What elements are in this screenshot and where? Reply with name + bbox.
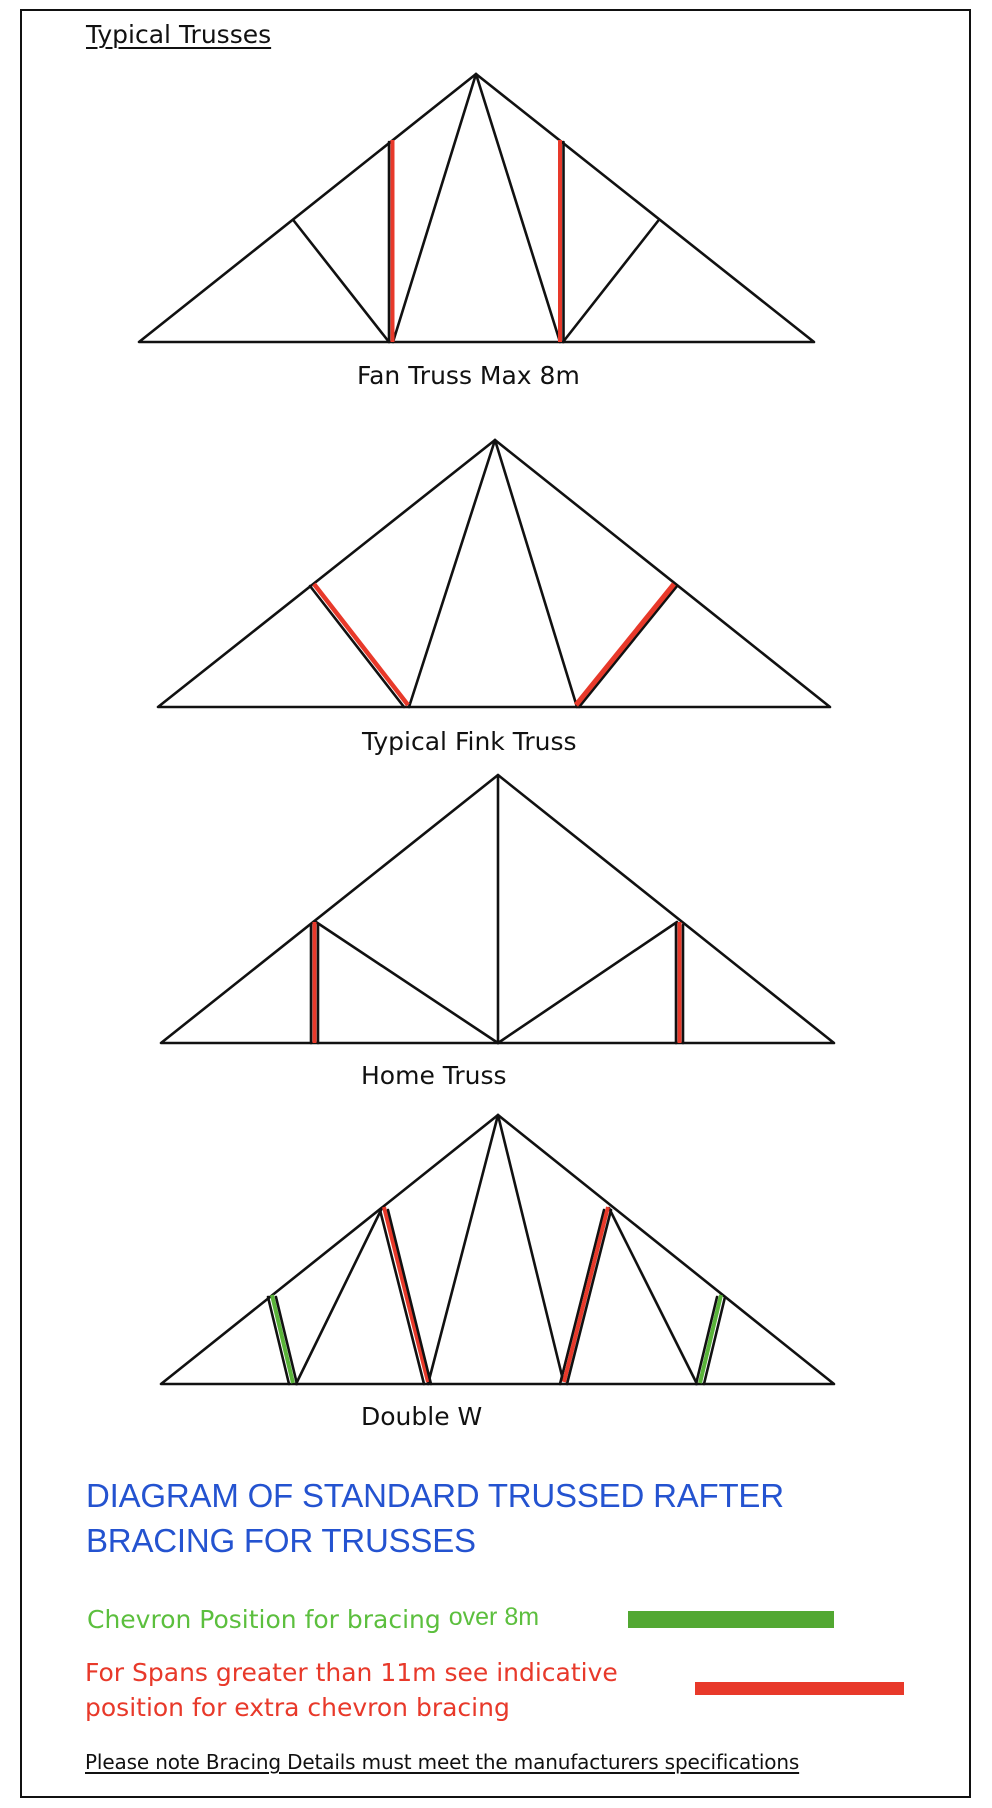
green-legend-label: Chevron Position for bracing xyxy=(87,1605,441,1634)
red-legend-swatch xyxy=(695,1682,904,1695)
manufacturer-note: Please note Bracing Details must meet th… xyxy=(85,1750,800,1774)
red-bracing xyxy=(387,140,565,344)
red-bracing xyxy=(308,582,679,709)
page-border xyxy=(20,9,971,1798)
page-title: Typical Trusses xyxy=(86,20,272,49)
red-legend-text-line2: position for extra chevron bracing xyxy=(85,1693,510,1722)
red-bracing xyxy=(378,1206,613,1386)
green-legend-suffix: over 8m xyxy=(448,1603,540,1631)
red-bracing xyxy=(309,922,685,1045)
fan-truss-diagram xyxy=(137,72,816,344)
green-legend-text: Chevron Position for bracing over 8m xyxy=(87,1605,539,1634)
green-bracing xyxy=(266,1294,727,1386)
double-w-truss-label: Double W xyxy=(361,1402,483,1431)
double-w-truss-diagram xyxy=(159,1113,836,1386)
red-legend-text-line1: For Spans greater than 11m see indicativ… xyxy=(85,1658,618,1687)
fan-truss-label: Fan Truss Max 8m xyxy=(357,361,580,390)
fink-truss-label: Typical Fink Truss xyxy=(362,727,577,756)
fink-truss-diagram xyxy=(156,438,832,709)
diagram-heading-line2: BRACING FOR TRUSSES xyxy=(86,1522,476,1559)
diagram-heading-line1: DIAGRAM OF STANDARD TRUSSED RAFTER xyxy=(86,1477,784,1514)
green-legend-swatch xyxy=(628,1611,834,1628)
home-truss-diagram xyxy=(159,773,836,1045)
home-truss-label: Home Truss xyxy=(361,1061,507,1090)
